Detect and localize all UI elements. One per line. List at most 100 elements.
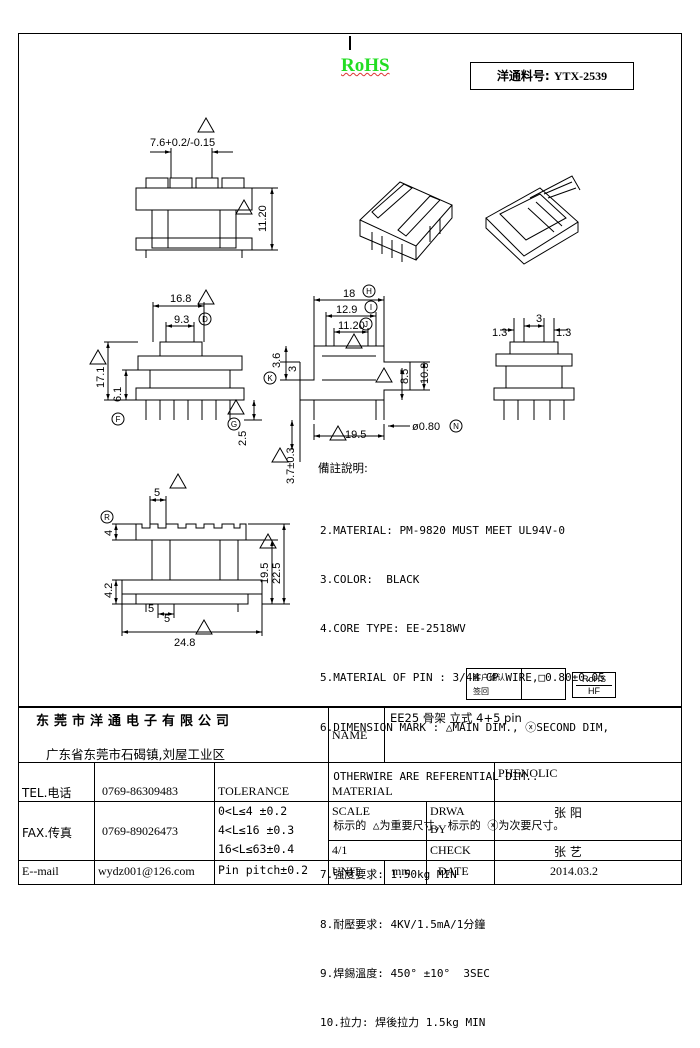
email-label: E--mail [22, 864, 59, 878]
cursor-mark [349, 36, 351, 50]
dim-side-h5: 3.7±0.3 [285, 447, 297, 484]
isometric-view-right [485, 175, 581, 265]
circle-marker-letters: H D I J K N R F G [104, 287, 459, 522]
unit-value: mm [392, 864, 411, 878]
check-value: 张 艺 [554, 845, 582, 859]
dim-bottom-h4: 22.5 [271, 563, 283, 584]
dim-bottom-h3: 19.5 [259, 563, 271, 584]
mark-n: N [453, 422, 459, 431]
pin-pitch-tolerance: Pin pitch±0.2 [218, 863, 309, 877]
dim-top-height: 11.20 [257, 205, 269, 232]
dim-side-w3: 11.20 [338, 320, 365, 332]
dim-front-w2: 9.3 [174, 314, 189, 326]
tel-value: 0769-86309483 [102, 784, 178, 798]
dim-front-w1: 16.8 [170, 293, 191, 305]
part-number-label: 洋通料号: [496, 69, 550, 83]
fax-label: FAX.传真 [22, 826, 73, 840]
mark-f: F [116, 415, 121, 424]
dim-side-h1: 3.6 [271, 353, 283, 368]
dim-bottom-h1: 4 [103, 530, 115, 536]
title-block: 东莞市洋通电子有限公司 广东省东莞市石碣镇,刘屋工业区 NAME EE25 骨架… [18, 706, 682, 885]
name-label: NAME [332, 728, 368, 742]
end-view [493, 318, 575, 420]
check-label: CHECK [430, 843, 471, 857]
note-line: 4.CORE TYPE: EE-2518WV [320, 622, 466, 636]
main-dim-markers [89, 116, 393, 635]
date-value: 2014.03.2 [550, 864, 598, 878]
part-number: YTX-2539 [553, 69, 608, 83]
dim-front-h2: 6.1 [112, 387, 124, 402]
stamp-confirm: 客户确认 [473, 673, 505, 682]
fax-value: 0769-89026473 [102, 824, 178, 838]
drawing-frame [18, 33, 682, 885]
dim-end-w1: 1.3 [492, 327, 507, 339]
drawn-label: DRWA [430, 804, 465, 818]
note-line: 标示的 △为重要尺寸, 标示的 ⓧ为次要尺寸。 [320, 819, 565, 833]
company-address: 广东省东莞市石碣镇,刘屋工业区 [46, 747, 225, 762]
material-label: MATERIAL [332, 784, 393, 798]
name-value: EE25 骨架 立式 4+5 pin [390, 711, 522, 725]
stamp-return: 签回 [473, 687, 489, 696]
dim-side-bottom: 19.5 [345, 429, 366, 441]
dim-end-w2: 1.3 [556, 327, 571, 339]
drawn-by-value: 张 阳 [554, 806, 582, 820]
dim-front-h1: 17.1 [95, 367, 107, 388]
dim-side-h4: 10.3 [419, 363, 431, 384]
mark-d: D [202, 315, 208, 324]
tolerance-range-1: 0<L≤4 ±0.2 [218, 804, 288, 818]
unit-label: UNIT [332, 864, 361, 878]
dim-pin-dia: ø0.80 [412, 421, 440, 433]
bottom-view [112, 496, 290, 636]
material-value: PHENOLIC [498, 766, 558, 780]
note-line: 6.DIMENSION MARK : △MAIN DIM., ⓧSECOND D… [320, 720, 610, 734]
tel-label: TEL.电话 [22, 786, 72, 800]
dim-bottom-h2: 4.2 [103, 583, 115, 598]
tolerance-range-3: 16<L≤63±0.4 [218, 842, 295, 856]
customer-confirm-stamp: 客户确认 签回 [466, 668, 566, 700]
mark-h: H [366, 287, 372, 296]
circle-markers [100, 284, 463, 524]
scale-value: 4/1 [332, 843, 348, 857]
note-line: 10.拉力: 焊後拉力 1.5kg MIN [320, 1016, 486, 1029]
note-line: 3.COLOR: BLACK [320, 573, 420, 587]
top-view [135, 148, 278, 258]
note-line: 8.耐壓要求: 4KV/1.5mA/1分鐘 [320, 917, 486, 931]
mark-i: I [370, 303, 372, 312]
dim-front-h3: 2.5 [237, 431, 249, 446]
dim-side-h3: 8.5 [399, 369, 411, 384]
dim-side-w2: 12.9 [336, 304, 357, 316]
dim-end-w3: 3 [536, 313, 542, 325]
dim-side-h2: 3 [287, 366, 299, 372]
note-line: 9.焊錫溫度: 450° ±10° 3SEC [320, 966, 490, 980]
hf-text: HF [588, 686, 600, 696]
rohs-label: RoHS [341, 55, 390, 76]
mark-g: G [231, 420, 237, 429]
mark-k: K [267, 374, 273, 383]
date-label: DATE [438, 864, 469, 878]
dim-bottom-w4: 24.8 [174, 637, 195, 649]
isometric-view-left [359, 181, 453, 262]
dimension-labels: 7.6+0.2/-0.15 11.20 16.8 9.3 17.1 6.1 2.… [95, 137, 571, 649]
tolerance-label: TOLERANCE [218, 784, 290, 798]
note-line: 2.MATERIAL: PM-9820 MUST MEET UL94V-0 [320, 523, 566, 537]
dim-bottom-w1: 5 [154, 487, 160, 499]
scale-label: SCALE [332, 804, 371, 818]
front-view [104, 302, 262, 421]
rohs-hf-badge: RoHS HF [572, 672, 616, 698]
dim-top-width: 7.6+0.2/-0.15 [150, 137, 215, 149]
note-line: 7.強度要求: 1.50kg MIN [320, 868, 457, 882]
part-number-box: 洋通料号: YTX-2539 [470, 62, 634, 90]
drawn-label-2: BY [430, 822, 447, 836]
note-line: OTHERWIRE ARE REFERENTIAL DIM.. [320, 769, 539, 783]
notes-title: 備註說明: [318, 461, 368, 475]
technical-drawing: 7.6+0.2/-0.15 11.20 16.8 9.3 17.1 6.1 2.… [89, 116, 581, 649]
note-line: 5.MATERIAL OF PIN : 3/4H CP WIRE,□0.80±0… [320, 671, 605, 685]
dim-bottom-w2: 5 [148, 603, 154, 615]
rohs-hf-text: RoHS [576, 674, 612, 686]
company-name: 东莞市洋通电子有限公司 [36, 714, 235, 729]
dim-side-w1: 18 [343, 288, 355, 300]
mark-r: R [104, 513, 110, 522]
side-view [280, 296, 430, 462]
tolerance-range-2: 4<L≤16 ±0.3 [218, 823, 295, 837]
email-value: wydz001@126.com [98, 864, 195, 878]
